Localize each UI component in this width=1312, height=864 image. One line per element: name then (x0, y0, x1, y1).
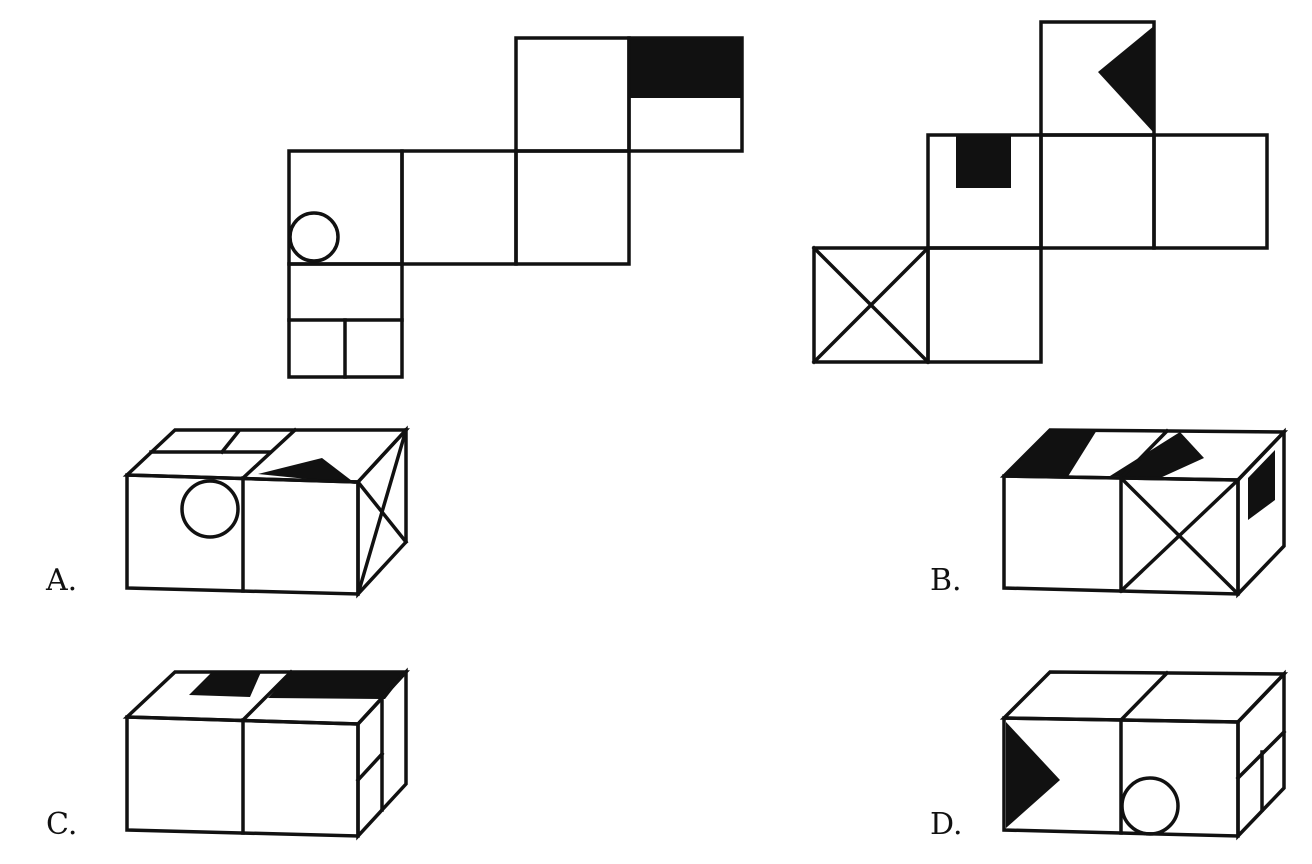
option-c-black-block-1 (189, 672, 261, 697)
net-left-face-top-right (627, 36, 744, 153)
net-right-face-bottom (926, 246, 1043, 364)
option-d-triangle-icon (1006, 722, 1060, 828)
net-left-face-top-middle (514, 36, 631, 153)
option-a-box (122, 425, 410, 599)
option-c-box (122, 667, 410, 841)
option-label-c[interactable]: C. (46, 807, 78, 842)
option-d-top-divider (1118, 670, 1170, 723)
option-c-side-hline (355, 751, 385, 783)
option-b-side-face (1236, 427, 1286, 599)
net-right-small-black-square (956, 135, 1011, 188)
option-c-top-divider (240, 669, 294, 723)
option-label-d[interactable]: D. (930, 807, 963, 842)
net-left-black-stripe (629, 38, 742, 98)
option-c-black-block-2 (268, 672, 406, 699)
net-right-face-middle (1039, 133, 1156, 250)
net-left-face-middle-2 (514, 149, 631, 266)
option-d-circle-icon (1120, 776, 1180, 836)
net-right-face-right (1152, 133, 1269, 250)
net-left-face-circle (287, 149, 404, 266)
option-b-top-divider (1118, 428, 1170, 481)
option-b-box (999, 427, 1289, 599)
option-b-small-black-square (1248, 450, 1275, 520)
option-c-side-face (356, 667, 408, 841)
option-a-triangle-icon (258, 458, 356, 484)
option-a-circle-icon (180, 479, 240, 539)
option-a-side-cross-2 (355, 427, 409, 597)
net-left (287, 36, 744, 379)
option-a-top-divider (240, 427, 298, 481)
option-label-b[interactable]: B. (930, 563, 962, 598)
option-b-black-stripe (1006, 430, 1097, 478)
option-d-side-face (1236, 669, 1286, 841)
net-right (811, 20, 1269, 365)
option-b-cross-line-2 (1118, 477, 1241, 594)
option-d-box (999, 669, 1289, 841)
option-a-top-vline (219, 429, 241, 455)
net-left-face-middle-1 (400, 149, 518, 266)
net-right-triangle-icon (1098, 26, 1154, 133)
option-label-a[interactable]: A. (46, 563, 78, 598)
net-left-circle-icon (288, 211, 340, 263)
net-right-cross-line-2 (811, 245, 931, 365)
